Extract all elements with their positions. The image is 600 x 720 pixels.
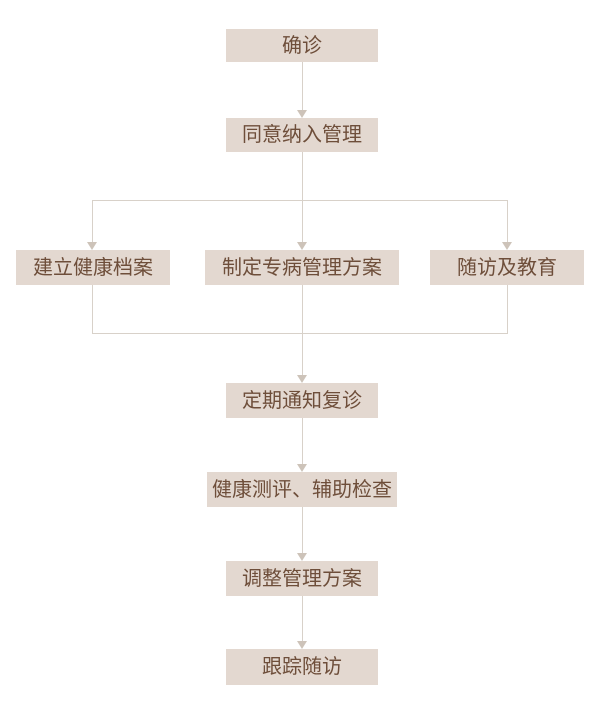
edge-assessment-adjust-line — [302, 507, 303, 553]
edge-confirm-agree-line — [302, 62, 303, 110]
arrowhead-down-icon — [502, 242, 512, 250]
arrowhead-down-icon — [297, 242, 307, 250]
flow-node-create-archive: 建立健康档案 — [16, 250, 170, 285]
edge-notify-assessment-line — [302, 418, 303, 464]
flow-node-confirm: 确诊 — [226, 29, 378, 62]
edge-archive-merge-line — [92, 285, 93, 333]
flow-node-make-plan: 制定专病管理方案 — [205, 250, 399, 285]
edge-branch-education-line — [507, 200, 508, 242]
merge-bus-line — [92, 333, 508, 334]
edge-merge-notify-line — [302, 285, 303, 375]
edge-agree-branch-line — [302, 152, 303, 200]
flow-node-adjust-plan: 调整管理方案 — [226, 561, 378, 596]
arrowhead-down-icon — [297, 464, 307, 472]
arrowhead-down-icon — [297, 375, 307, 383]
arrowhead-down-icon — [297, 110, 307, 118]
arrowhead-down-icon — [297, 553, 307, 561]
branch-bus-line — [92, 200, 508, 201]
edge-education-merge-line — [507, 285, 508, 333]
flow-node-followup-education: 随访及教育 — [430, 250, 584, 285]
arrowhead-down-icon — [87, 242, 97, 250]
flow-node-notify-revisit: 定期通知复诊 — [226, 383, 378, 418]
edge-branch-archive-line — [92, 200, 93, 242]
flow-node-track-followup: 跟踪随访 — [226, 649, 378, 685]
edge-branch-plan-line — [302, 200, 303, 242]
edge-adjust-track-line — [302, 596, 303, 641]
flow-node-agree: 同意纳入管理 — [226, 118, 378, 152]
flow-node-assessment-exam: 健康测评、辅助检查 — [207, 472, 397, 507]
arrowhead-down-icon — [297, 641, 307, 649]
